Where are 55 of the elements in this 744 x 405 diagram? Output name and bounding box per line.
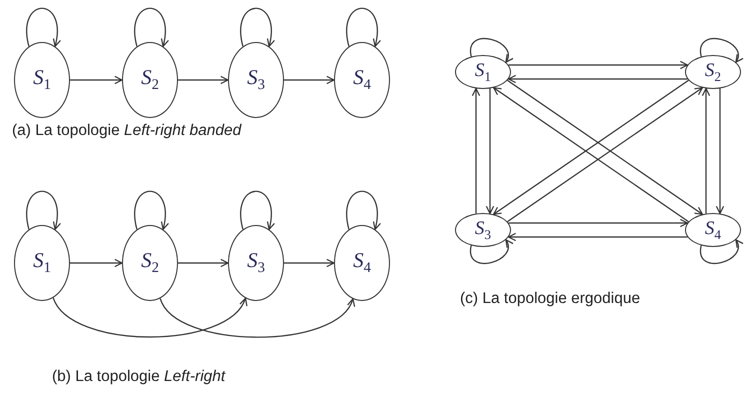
state-ellipse [685,213,741,247]
state-label: S$_{4}$ [704,218,722,242]
transition-arrow [284,258,335,268]
self-loop-arrow [134,8,168,47]
state-label: S$_{2}$ [141,248,159,278]
state-label: S$_{1}$ [33,248,51,278]
transition-arrow [702,88,710,214]
state-label: S$_{3}$ [474,218,492,242]
transition-arrow [472,88,480,214]
transition-arrow [508,60,688,70]
state-ellipse [228,42,284,118]
self-loop-arrow [240,8,274,47]
self-loop-arrow [346,190,380,230]
state-ellipse [122,225,178,301]
state-label: S$_{3}$ [247,65,265,95]
state-label: S$_{3}$ [247,248,265,278]
transition-arrow [70,258,123,268]
state-label: S$_{4}$ [353,248,371,278]
transition-arrow [178,76,229,84]
state-ellipse [228,225,284,301]
transition-arrow [716,88,724,214]
state-label: S$_{1}$ [33,65,51,95]
self-loop-arrow [26,190,60,230]
transition-arrow [508,232,688,242]
transition-arrow [70,76,123,84]
state-ellipse [14,225,70,301]
figure-caption: (a) La topologie Left-right banded [12,122,242,140]
transition-arrow [160,298,354,338]
state-label: S$_{2}$ [704,60,722,84]
self-loop-arrow [134,190,168,230]
transition-arrow [486,88,494,214]
state-ellipse [455,55,511,89]
state-ellipse [14,42,70,118]
state-ellipse [334,42,390,118]
state-ellipse [685,55,741,89]
transition-arrow [52,298,246,338]
transition-arrow [284,76,335,84]
transition-arrow [178,258,229,268]
self-loop-arrow [346,8,380,47]
state-label: S$_{1}$ [474,60,492,84]
self-loop-arrow [700,38,743,63]
self-loop-arrow [470,239,513,264]
self-loop-arrow [700,239,743,264]
transition-arrow [508,218,688,228]
self-loop-arrow [26,8,60,47]
self-loop-arrow [470,38,513,63]
figure-caption: (b) La topologie Left-right [52,368,226,386]
state-ellipse [122,42,178,118]
state-ellipse [455,213,511,247]
state-ellipse [334,225,390,301]
self-loop-arrow [240,190,274,230]
figure-caption: (c) La topologie ergodique [460,290,640,308]
transition-arrow [508,74,688,84]
state-label: S$_{4}$ [353,65,371,95]
state-label: S$_{2}$ [141,65,159,95]
